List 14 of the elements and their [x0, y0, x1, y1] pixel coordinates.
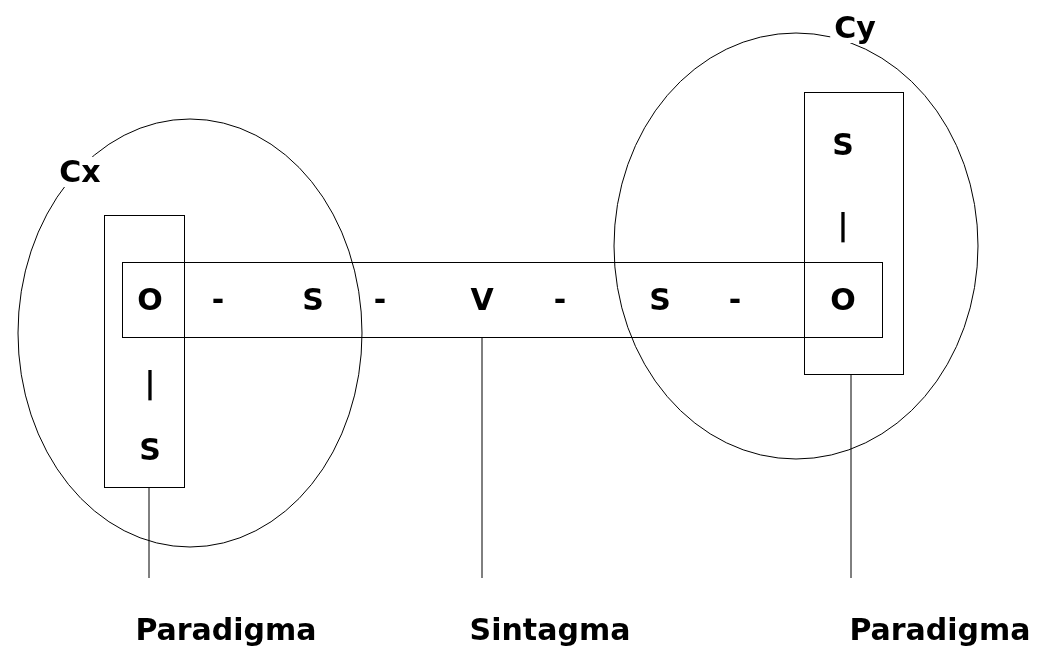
sequence-symbol: O [136, 285, 164, 315]
sequence-symbol: S [138, 435, 162, 465]
sequence-symbol: S [831, 130, 855, 160]
leader-line [850, 374, 852, 579]
sequence-symbol: - [210, 285, 226, 315]
sequence-symbol: S [301, 285, 325, 315]
sequence-symbol: - [727, 285, 743, 315]
leader-line [148, 487, 150, 579]
leader-line [481, 337, 483, 579]
sequence-symbol: - [552, 285, 568, 315]
sequence-symbol: O [829, 285, 857, 315]
sequence-symbol: S [648, 285, 672, 315]
sequence-symbol: - [372, 285, 388, 315]
sequence-symbol: V [469, 285, 495, 315]
